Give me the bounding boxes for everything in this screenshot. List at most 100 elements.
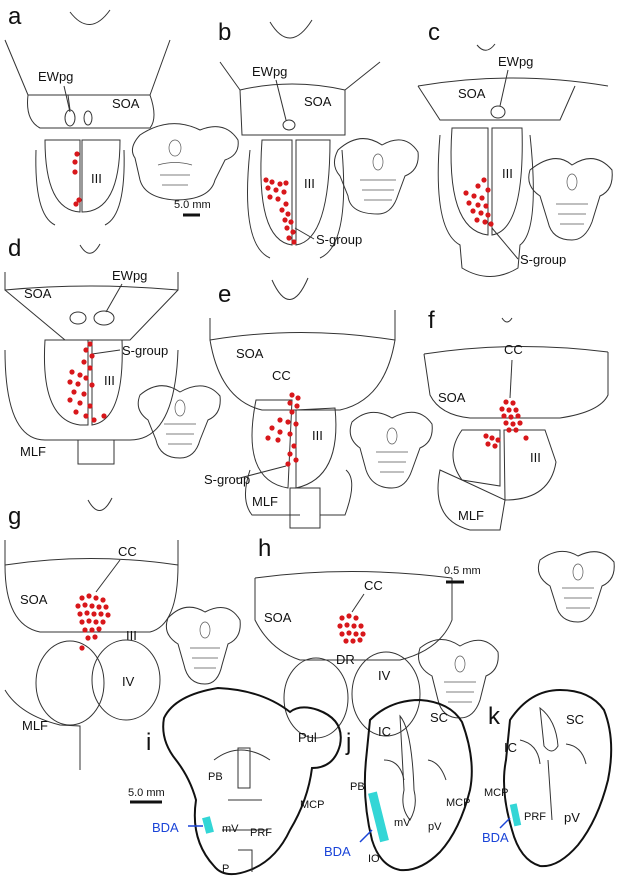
- section-thumbnail: [537, 550, 615, 623]
- label-ewpg: EWpg: [252, 64, 287, 79]
- section-thumbnail: [165, 606, 241, 685]
- label-dr: DR: [336, 652, 355, 667]
- panel-letter-d: d: [8, 235, 21, 262]
- red-dots: [463, 177, 494, 227]
- label-prf: PRF: [250, 827, 272, 839]
- label-iii: III: [304, 176, 315, 191]
- panel-i: i Pul PB mV PRF MCP P BDA 5.0 mm: [128, 686, 342, 876]
- panel-d: d EWpg SOA III S-group MLF: [4, 235, 221, 465]
- label-cc: CC: [504, 342, 523, 357]
- section-thumbnail: [334, 138, 419, 215]
- scale-bar-label: 0.5 mm: [444, 565, 481, 577]
- label-mlf: MLF: [252, 494, 278, 509]
- red-dots: [75, 593, 111, 651]
- label-mlf: MLF: [22, 718, 48, 733]
- label-sgroup: S-group: [122, 343, 168, 358]
- panel-letter-h: h: [258, 535, 271, 562]
- label-mlf: MLF: [20, 444, 46, 459]
- panel-h: h CC SOA DR IV 0.5 mm: [254, 535, 615, 739]
- label-pv: pV: [564, 810, 580, 825]
- label-soa: SOA: [304, 94, 332, 109]
- label-pb: PB: [208, 771, 223, 783]
- label-mlf: MLF: [458, 508, 484, 523]
- label-sc: SC: [430, 710, 448, 725]
- label-soa: SOA: [264, 610, 292, 625]
- label-sc: SC: [566, 712, 584, 727]
- label-pv: pV: [428, 821, 442, 833]
- label-iv: IV: [378, 668, 391, 683]
- label-mv: mV: [222, 823, 239, 835]
- label-soa: SOA: [24, 286, 52, 301]
- panel-letter-a: a: [8, 3, 22, 30]
- label-iii: III: [91, 171, 102, 186]
- label-sgroup: S-group: [520, 252, 566, 267]
- tracer-injection: [368, 791, 389, 843]
- label-cc: CC: [272, 368, 291, 383]
- label-soa: SOA: [20, 592, 48, 607]
- label-iii: III: [312, 428, 323, 443]
- scale-bar-label: 5.0 mm: [128, 787, 165, 799]
- scale-bar-label: 5.0 mm: [174, 199, 211, 211]
- label-ic: IC: [378, 724, 391, 739]
- panel-letter-j: j: [345, 729, 351, 756]
- label-pb: PB: [350, 781, 365, 793]
- panel-k: k SC IC MCP PRF pV BDA: [482, 688, 613, 868]
- label-cc: CC: [118, 544, 137, 559]
- red-dots: [337, 613, 366, 644]
- panel-a: a EWpg SOA III 5.0 mm: [4, 3, 239, 226]
- label-mcp: MCP: [484, 787, 508, 799]
- red-dots: [67, 341, 107, 423]
- panel-letter-i: i: [146, 729, 151, 756]
- label-soa: SOA: [458, 86, 486, 101]
- label-bda: BDA: [324, 844, 351, 859]
- label-iii: III: [502, 166, 513, 181]
- label-prf: PRF: [524, 811, 546, 823]
- label-soa: SOA: [112, 96, 140, 111]
- label-pul: Pul: [298, 730, 317, 745]
- red-dots: [263, 177, 297, 245]
- section-thumbnail: [528, 158, 613, 241]
- label-iii: III: [530, 450, 541, 465]
- label-sgroup: S-group: [204, 472, 250, 487]
- label-ewpg: EWpg: [498, 54, 533, 69]
- section-thumbnail-small: [418, 639, 499, 719]
- section-thumbnail: [131, 123, 239, 201]
- panel-letter-e: e: [218, 281, 231, 308]
- panel-letter-f: f: [428, 307, 435, 334]
- panel-letter-k: k: [488, 703, 501, 730]
- panel-j: j SC IC PB mV pV MCP IO BDA: [324, 698, 473, 872]
- panel-g: g CC SOA III IV MLF: [4, 497, 241, 770]
- panel-letter-b: b: [218, 19, 231, 46]
- label-ewpg: EWpg: [112, 268, 147, 283]
- label-mcp: MCP: [300, 799, 324, 811]
- label-io: IO: [368, 853, 380, 865]
- label-soa: SOA: [438, 390, 466, 405]
- red-dots: [72, 151, 82, 207]
- panel-f: f CC SOA III MLF: [423, 307, 609, 531]
- label-iii: III: [126, 628, 137, 643]
- label-iv: IV: [122, 674, 135, 689]
- label-ewpg: EWpg: [38, 69, 73, 84]
- label-mv: mV: [394, 817, 411, 829]
- label-iii: III: [104, 373, 115, 388]
- label-bda: BDA: [482, 830, 509, 845]
- label-bda: BDA: [152, 820, 179, 835]
- red-dots: [265, 392, 301, 467]
- panel-c: c EWpg SOA III S-group: [417, 19, 613, 277]
- panel-b: b EWpg SOA III S-group: [218, 19, 419, 259]
- section-thumbnail: [137, 385, 221, 459]
- label-mcp: MCP: [446, 797, 470, 809]
- section-thumbnail: [349, 411, 433, 489]
- label-p: P: [222, 863, 229, 875]
- label-sgroup: S-group: [316, 232, 362, 247]
- label-ic: IC: [504, 740, 517, 755]
- panel-letter-c: c: [428, 19, 440, 46]
- panel-e: e SOA CC III S-group MLF: [204, 277, 433, 529]
- red-dots: [483, 399, 529, 449]
- label-cc: CC: [364, 578, 383, 593]
- panel-letter-g: g: [8, 503, 21, 530]
- tracer-injection: [509, 803, 522, 827]
- tracer-injection: [202, 816, 214, 834]
- label-soa: SOA: [236, 346, 264, 361]
